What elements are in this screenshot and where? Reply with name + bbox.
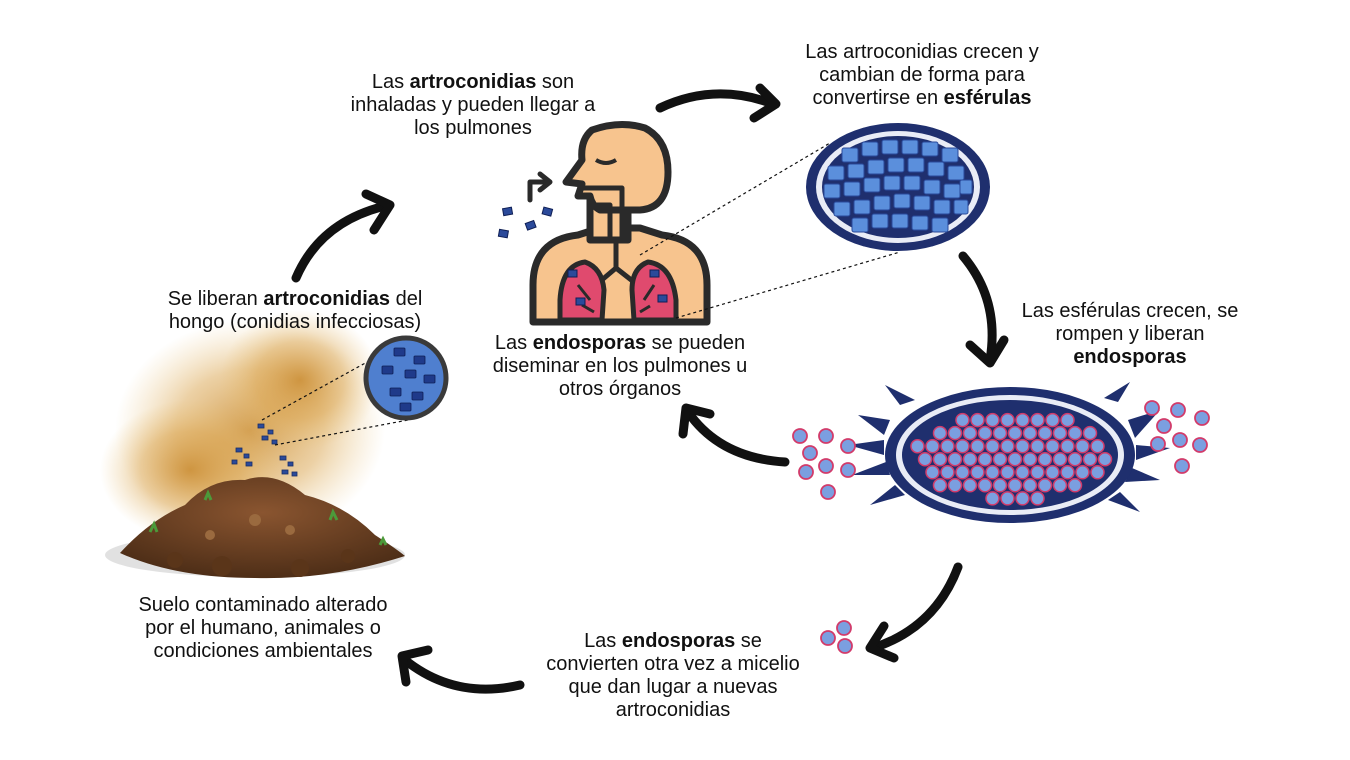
endospore — [1067, 451, 1083, 467]
caption-dissemination: Las endosporas se pueden diseminar en lo… — [492, 332, 748, 400]
arrow-reversion-to-soil — [397, 645, 525, 694]
endospore — [932, 478, 948, 493]
endospore — [925, 438, 940, 454]
rupturing-spherule-illustration — [848, 382, 1170, 523]
endospore — [1067, 478, 1083, 493]
endospore — [1007, 451, 1023, 467]
endospore — [1015, 465, 1030, 480]
endospore — [932, 451, 948, 467]
endospore — [947, 478, 963, 493]
endospore — [977, 478, 993, 493]
human-respiratory-figure — [529, 121, 711, 326]
endospore — [955, 438, 970, 454]
endospore — [1000, 465, 1015, 480]
endospore-cluster — [910, 412, 1113, 506]
endospore — [1037, 425, 1053, 441]
endospore — [1037, 451, 1053, 467]
endospore — [962, 478, 978, 493]
endospore — [1075, 465, 1090, 480]
endospore — [1015, 438, 1030, 454]
arrow-rupture-to-dissemination — [678, 403, 790, 467]
endospore — [1075, 438, 1090, 454]
endospore — [1030, 412, 1045, 428]
endospore — [1015, 491, 1030, 506]
arthroconidia-zoom-circle — [261, 335, 449, 446]
endospore — [1022, 425, 1038, 441]
endospore — [947, 451, 963, 467]
endospore — [1090, 438, 1105, 454]
endospore — [985, 412, 1000, 428]
endospore — [910, 438, 925, 454]
endospore — [1090, 465, 1105, 480]
endospore — [970, 465, 985, 480]
arrow-inhalation-to-growth — [655, 83, 781, 123]
endospore — [1000, 438, 1015, 454]
arrow-rupture-to-reversion — [865, 562, 963, 663]
endospore — [1007, 425, 1023, 441]
endospore — [1015, 412, 1030, 428]
lung-spores — [567, 269, 668, 306]
inhale-arrow — [527, 171, 553, 203]
inhaled-spores — [497, 206, 554, 239]
soil-spores — [231, 423, 298, 477]
released-endospores — [792, 400, 1210, 500]
arrow-growth-to-rupture — [958, 251, 1009, 368]
endospore — [1052, 478, 1068, 493]
endospore — [970, 438, 985, 454]
endospore — [1045, 412, 1060, 428]
endospore — [992, 451, 1008, 467]
endospore — [1060, 412, 1075, 428]
endospore — [992, 425, 1008, 441]
endospore — [940, 465, 955, 480]
endospore — [940, 438, 955, 454]
endospore — [925, 465, 940, 480]
arrow-soil-to-inhalation — [291, 189, 395, 283]
endospore — [962, 425, 978, 441]
caption-inhalation: Las artroconidias son inhaladas y pueden… — [350, 71, 596, 139]
endospore — [977, 451, 993, 467]
endospore — [955, 465, 970, 480]
endospore — [985, 465, 1000, 480]
endospore — [1052, 451, 1068, 467]
endospore — [1045, 465, 1060, 480]
soil-pile-illustration — [100, 310, 405, 579]
endospore — [992, 478, 1008, 493]
endospore — [932, 425, 948, 441]
endospore — [1000, 491, 1015, 506]
caption-growth: Las artroconidias crecen y cambian de fo… — [805, 41, 1039, 109]
caption-soil-release: Se liberan artroconidias del hongo (coni… — [167, 288, 423, 333]
endospore — [1000, 412, 1015, 428]
endospore — [947, 425, 963, 441]
endospore — [970, 412, 985, 428]
caption-soil: Suelo contaminado alterado por el humano… — [138, 594, 388, 662]
endospore — [1097, 451, 1113, 467]
reverting-endospores — [820, 620, 853, 654]
endospore — [985, 491, 1000, 506]
caption-reversion: Las endosporas se convierten otra vez a … — [546, 630, 800, 721]
endospore — [1030, 438, 1045, 454]
endospore — [1052, 425, 1068, 441]
endospore — [1030, 491, 1045, 506]
endospore — [917, 451, 933, 467]
cycle-arrows — [291, 83, 1009, 694]
spherule-illustration — [806, 123, 990, 251]
endospore — [985, 438, 1000, 454]
endospore — [1045, 438, 1060, 454]
endospore — [1060, 438, 1075, 454]
endospore — [1030, 465, 1045, 480]
endospore — [955, 412, 970, 428]
endospore — [977, 425, 993, 441]
endospore — [1082, 451, 1098, 467]
endospore — [1007, 478, 1023, 493]
endospore — [1060, 465, 1075, 480]
endospore — [1067, 425, 1083, 441]
endospore — [1082, 425, 1098, 441]
endospore — [1037, 478, 1053, 493]
caption-rupture: Las esférulas crecen, se rompen y libera… — [1021, 300, 1239, 368]
endospore — [1022, 451, 1038, 467]
endospore — [1022, 478, 1038, 493]
endospore — [962, 451, 978, 467]
